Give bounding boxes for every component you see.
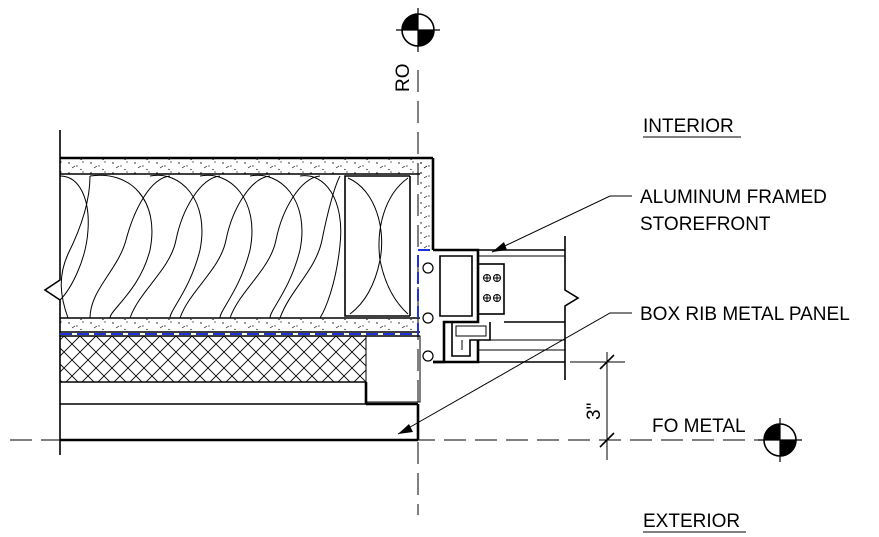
glazing-lines [478, 249, 565, 363]
air-barrier-line [60, 249, 433, 335]
return-gypsum [420, 158, 433, 250]
metal-stud [344, 175, 411, 317]
anchor-screws [483, 274, 501, 302]
exterior-label: EXTERIOR [643, 511, 740, 532]
rigid-insulation [60, 336, 366, 382]
storefront-clip [477, 263, 505, 315]
right-break-line [564, 236, 580, 380]
ro-target-symbol [396, 8, 440, 52]
batt-insulation [59, 174, 342, 319]
dimension-label: 3" [584, 403, 605, 420]
interior-label: INTERIOR [643, 116, 734, 137]
box-rib-metal-panel-label: BOX RIB METAL PANEL [640, 304, 850, 325]
fo-metal-target-symbol [758, 418, 802, 462]
aluminum-framed-label: ALUMINUM FRAMED [640, 187, 827, 208]
storefront-leader [491, 195, 632, 253]
ro-label: RO [393, 64, 414, 93]
storefront-label: STOREFRONT [640, 214, 771, 235]
box-rib-metal-panel [59, 382, 420, 442]
interior-gypsum-board [60, 158, 433, 174]
dimension-3in [570, 352, 625, 460]
exterior-sheathing [60, 318, 420, 332]
insulation-return [365, 335, 421, 403]
metal-panel-leader [397, 312, 632, 435]
storefront-frame [433, 248, 505, 364]
fo-metal-label: FO METAL [652, 416, 746, 437]
left-break-line [43, 130, 61, 455]
sealant-beads [422, 262, 434, 362]
